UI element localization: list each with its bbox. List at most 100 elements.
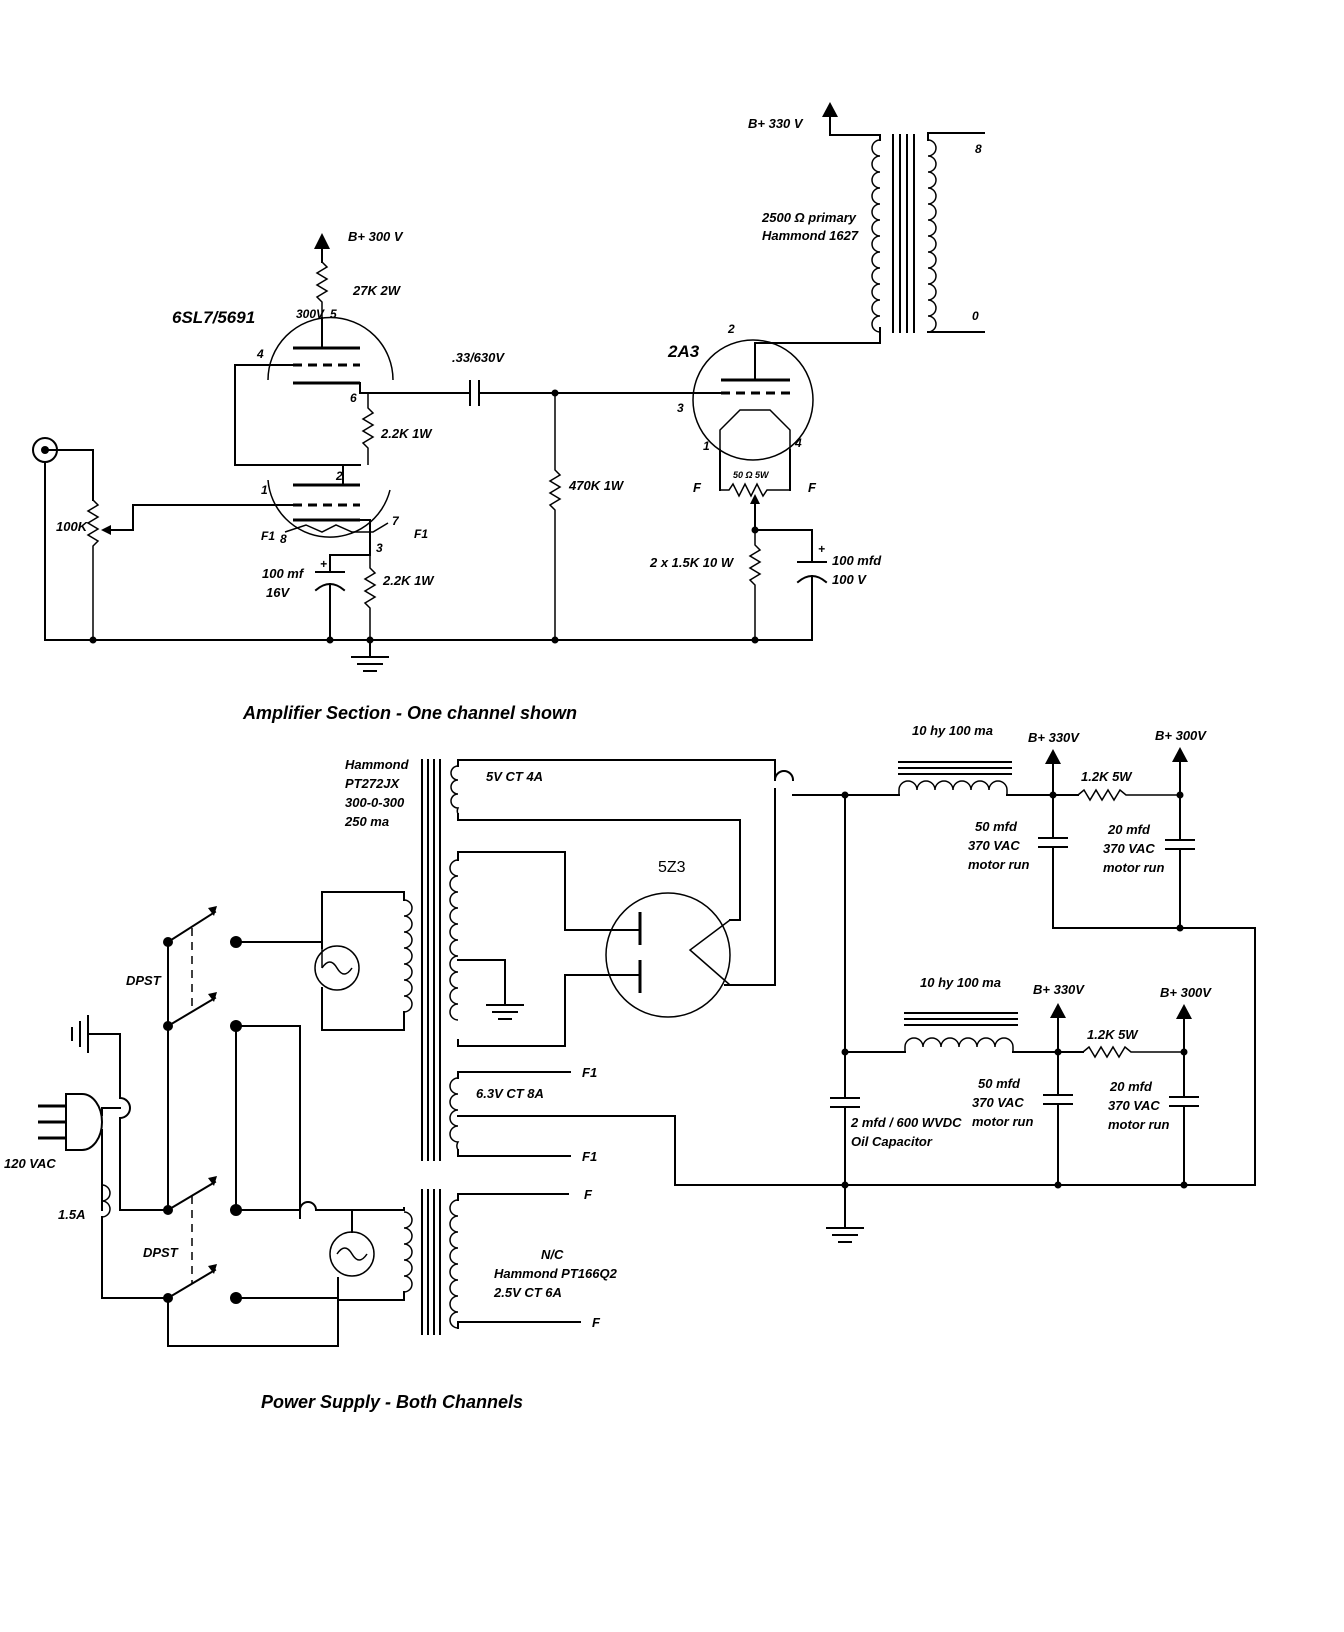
secondary-63v-label: 6.3V CT 8A <box>476 1086 544 1101</box>
secondary-5v-label: 5V CT 4A <box>486 769 543 784</box>
volume-pot-label: 100K <box>56 519 89 534</box>
b330-1-label: B+ 330V <box>1028 730 1080 745</box>
dpst-switch-1[interactable] <box>166 906 217 1028</box>
cap20-1-label-2: 370 VAC <box>1103 841 1155 856</box>
f1-left-label: F1 <box>261 529 275 543</box>
pt-ground-symbol <box>486 1004 524 1020</box>
plate-resistor-27k <box>315 261 329 318</box>
fuse-label: 1.5A <box>58 1207 85 1222</box>
f1-top-label: F1 <box>582 1065 597 1080</box>
b300-1-arrow <box>1172 747 1188 762</box>
volume-pot-wiper <box>101 525 111 535</box>
b330-1-arrow <box>1045 749 1061 764</box>
resistor-1k2-2-label: 1.2K 5W <box>1087 1027 1139 1042</box>
f-left-label: F <box>693 480 702 495</box>
secondary-5v <box>450 765 460 815</box>
hum-pot-wiper <box>750 494 760 504</box>
ft-f-top-label: F <box>584 1187 593 1202</box>
output-transformer-primary <box>871 139 881 333</box>
rectifier-filament <box>688 919 731 986</box>
output-tube-filament <box>719 409 791 450</box>
pt-label-1: Hammond <box>345 757 410 772</box>
output-cathode-resistor-label: 2 x 1.5K 10 W <box>649 555 735 570</box>
output-tube-label: 2A3 <box>667 342 700 361</box>
grid-resistor-470k <box>548 393 562 640</box>
secondary-hv <box>449 859 459 1021</box>
pin6-label: 6 <box>350 391 357 405</box>
output-transformer-core <box>892 134 915 333</box>
plate-resistor-label: 27K 2W <box>352 283 402 298</box>
filament-transformer-primary <box>403 1211 413 1293</box>
choke-2-core <box>904 1012 1018 1026</box>
pilot-lamp-1 <box>314 945 360 991</box>
b330-supply-arrow <box>822 102 881 141</box>
output-tube-envelope <box>692 339 814 461</box>
rectifier-tube <box>605 892 731 1018</box>
hum-pot <box>720 482 790 498</box>
opt-secondary-lo-label: 0 <box>972 309 979 323</box>
pin4-label: 4 <box>256 347 264 361</box>
driver-tube-label: 6SL7/5691 <box>172 308 255 327</box>
bypass-cap-label-2: 16V <box>266 585 290 600</box>
volume-pot <box>86 499 100 640</box>
bypass-cap-plus: + <box>320 557 327 571</box>
b300-supply-arrow <box>314 233 330 263</box>
a4-pin-label: 4 <box>794 436 802 450</box>
mains-plug <box>38 1093 103 1151</box>
filament-transformer-secondary <box>449 1199 459 1329</box>
choke-2-label: 10 hy 100 ma <box>920 975 1001 990</box>
pin7-label: 7 <box>392 514 400 528</box>
dpst-1-label: DPST <box>126 973 162 988</box>
secondary-63v <box>449 1077 460 1151</box>
filament-transformer-core <box>421 1189 441 1335</box>
b300-2-label: B+ 300V <box>1160 985 1212 1000</box>
grid-resistor-label: 470K 1W <box>568 478 625 493</box>
pt-label-3: 300-0-300 <box>345 795 405 810</box>
b330-label: B+ 330 V <box>748 116 804 131</box>
b300-1-label: B+ 300V <box>1155 728 1207 743</box>
opt-secondary-hi-label: 8 <box>975 142 982 156</box>
driver-heater <box>284 522 389 533</box>
output-cathode-resistor <box>748 530 762 640</box>
resistor-2k2-lower <box>363 555 377 640</box>
cathode-cap-label-1: 100 mfd <box>832 553 882 568</box>
f1-bottom-label: F1 <box>582 1149 597 1164</box>
coupling-cap-label: .33/630V <box>452 350 505 365</box>
power-supply-caption: Power Supply - Both Channels <box>261 1392 523 1412</box>
resistor-2k2-lower-label: 2.2K 1W <box>382 573 435 588</box>
cap20-1-label-1: 20 mfd <box>1107 822 1151 837</box>
pt-label-2: PT272JX <box>345 776 401 791</box>
choke-1-core <box>898 761 1012 775</box>
ft-nc-label: N/C <box>541 1247 564 1262</box>
a1-pin-label: 1 <box>703 439 710 453</box>
ft-rating-label: 2.5V CT 6A <box>493 1285 562 1300</box>
driver-tube-envelope <box>267 316 394 538</box>
cap50-2-label-2: 370 VAC <box>972 1095 1024 1110</box>
cathode-cap-label-2: 100 V <box>832 572 867 587</box>
output-transformer-secondary <box>927 139 937 333</box>
dpst-switch-2[interactable] <box>166 1176 217 1300</box>
resistor-1k2-1-label: 1.2K 5W <box>1081 769 1133 784</box>
pin3-label: 3 <box>376 541 383 555</box>
rectifier-label: 5Z3 <box>658 859 686 876</box>
cap50-1-label-2: 370 VAC <box>968 838 1020 853</box>
ft-f-bottom-label: F <box>592 1315 601 1330</box>
cathode-cap-plus: + <box>818 542 825 556</box>
b300-2-arrow <box>1176 1004 1192 1019</box>
oil-cap-label-2: Oil Capacitor <box>851 1134 933 1149</box>
b300-label: B+ 300 V <box>348 229 404 244</box>
mains-label: 120 VAC <box>4 1156 56 1171</box>
opt-primary-label: 2500 Ω primary <box>761 210 857 225</box>
pin8-label: 8 <box>280 532 287 546</box>
cap50-1-label-3: motor run <box>968 857 1029 872</box>
pin2-label: 2 <box>335 469 343 483</box>
f1-right-label: F1 <box>414 527 428 541</box>
amplifier-section: B+ 300 V 27K 2W 300V 5 6SL7/5691 4 6 2.2… <box>32 102 985 723</box>
oil-cap-label-1: 2 mfd / 600 WVDC <box>850 1115 962 1130</box>
b330-2-arrow <box>1050 1003 1066 1018</box>
power-supply-section: Hammond PT272JX 300-0-300 250 ma 5V CT 4… <box>4 723 1256 1412</box>
chassis-ground-symbol <box>71 1015 89 1053</box>
power-transformer-core <box>421 759 441 1161</box>
cap20-1-label-3: motor run <box>1103 860 1164 875</box>
